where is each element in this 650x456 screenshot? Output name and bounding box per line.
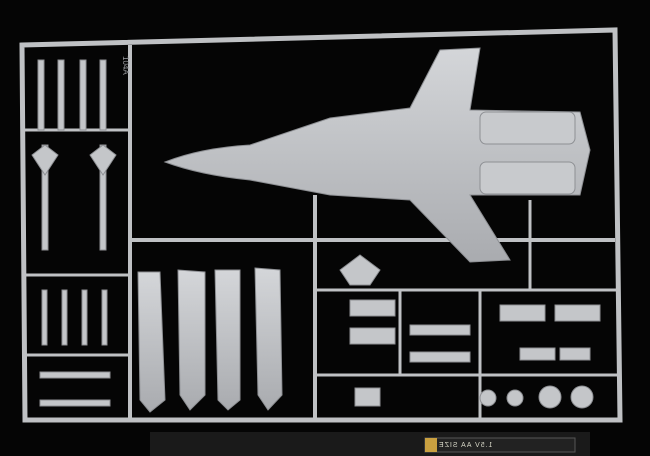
sprue-frame <box>19 27 623 423</box>
jet-fuselage <box>163 47 591 263</box>
battery <box>150 432 590 456</box>
fuel-tanks-pylons <box>137 267 283 413</box>
missiles <box>31 59 117 407</box>
battery-label: 1.5V AA SIZE <box>438 442 493 449</box>
small-parts <box>339 254 601 409</box>
sprue-tag: 104A <box>121 56 130 75</box>
